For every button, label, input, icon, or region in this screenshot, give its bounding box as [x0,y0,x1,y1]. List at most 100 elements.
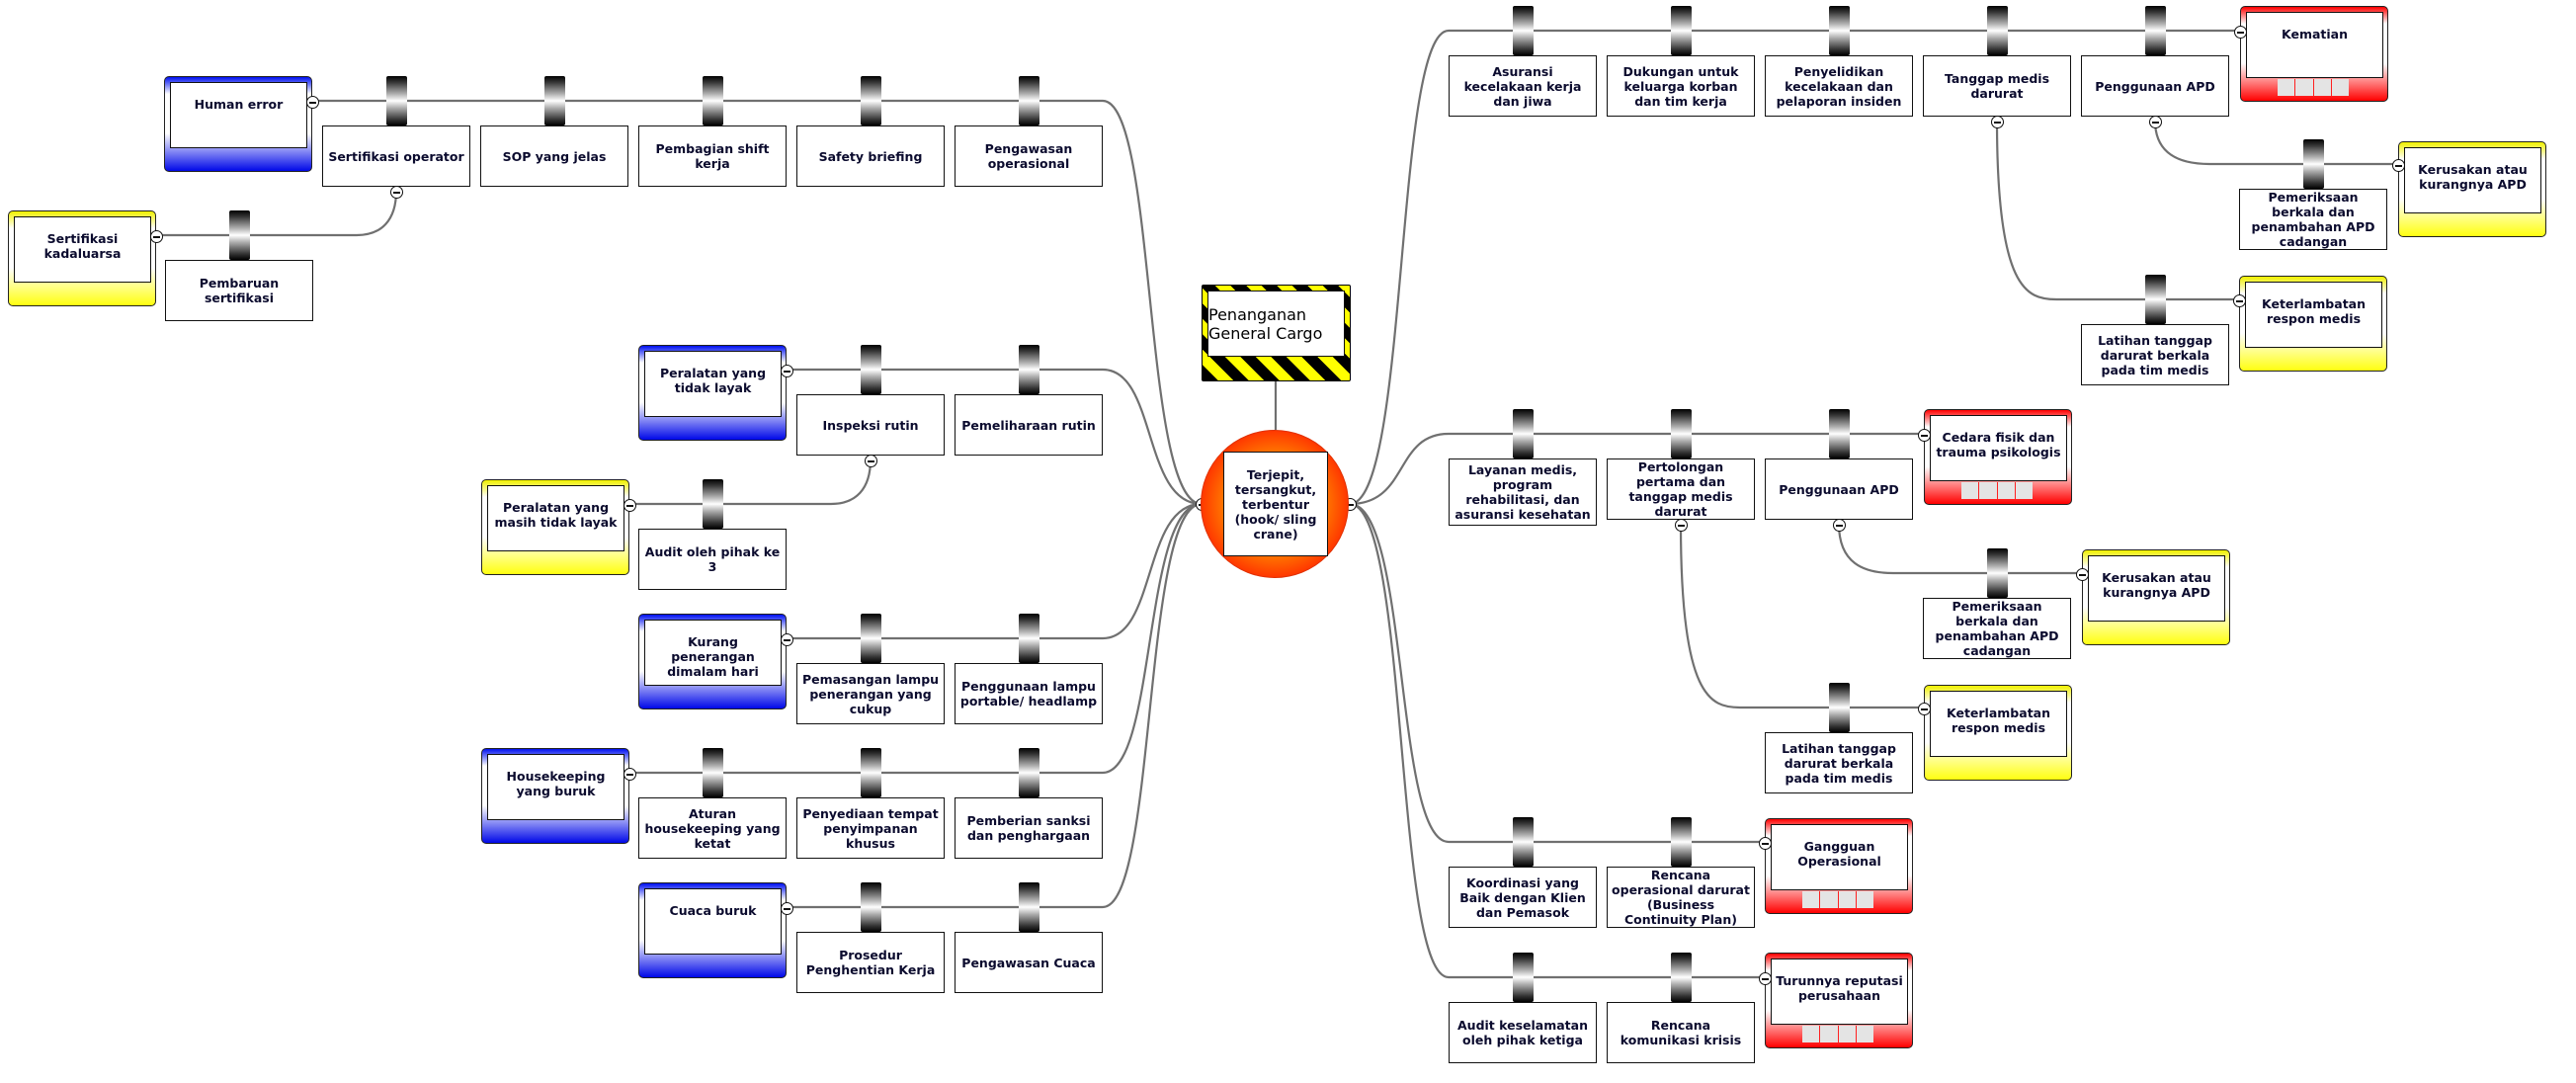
collapse-minus-icon[interactable] [1918,429,1931,442]
barrier-peg-icon [229,210,250,260]
collapse-minus-icon[interactable] [1991,116,2004,128]
collapse-minus-icon[interactable] [1759,837,1772,850]
barrier-peg-icon [386,76,407,125]
barrier-box[interactable]: Pemeliharaan rutin [955,394,1103,456]
threat-box[interactable]: Human error [164,76,312,172]
collapse-minus-icon[interactable] [623,499,636,512]
risk-cell [1838,891,1857,908]
barrier-box[interactable]: Pemberian sanksi dan penghargaan [955,797,1103,859]
threat-line [787,502,1203,909]
barrier-box[interactable]: Penyediaan tempat penyimpanan khusus [796,797,945,859]
consequence-line [1349,502,1765,979]
barrier-box[interactable]: Penggunaan lampu portable/ headlamp [955,663,1103,724]
collapse-minus-icon[interactable] [2149,116,2162,128]
barrier-box[interactable]: Latihan tanggap darurat berkala pada tim… [1765,732,1913,793]
barrier-peg-icon [861,76,881,125]
escalation-label: Peralatan yang masih tidak layak [494,500,618,530]
escalation-label-panel: Kerusakan atau kurangnya APD [2404,147,2541,213]
barrier-box[interactable]: Prosedur Penghentian Kerja [796,932,945,993]
escalation-box[interactable]: Keterlambatan respon medis [2239,276,2387,372]
consequence-box[interactable]: Turunnya reputasi perusahaan [1765,953,1913,1048]
barrier-box[interactable]: Pemasangan lampu penerangan yang cukup [796,663,945,724]
threat-line [787,502,1203,640]
barrier-box[interactable]: Pengawasan operasional [955,125,1103,187]
collapse-minus-icon[interactable] [2234,26,2247,39]
barrier-box[interactable]: Pemeriksaan berkala dan penambahan APD c… [1923,598,2071,659]
threat-line [312,99,1203,506]
escalation-box[interactable]: Kerusakan atau kurangnya APD [2398,141,2546,237]
consequence-label-panel: Kematian [2246,12,2383,78]
barrier-label: Pemeriksaan berkala dan penambahan APD c… [2251,190,2375,249]
threat-box[interactable]: Kurang penerangan dimalam hari [638,614,787,709]
collapse-minus-icon[interactable] [623,768,636,781]
consequence-box[interactable]: Cedara fisik dan trauma psikologis [1924,409,2072,505]
risk-cell [2015,482,2033,499]
barrier-label: Latihan tanggap darurat berkala pada tim… [1782,740,1896,786]
collapse-minus-icon[interactable] [390,186,403,199]
collapse-minus-icon[interactable] [781,902,793,915]
barrier-box[interactable]: Pembagian shift kerja [638,125,787,187]
hazard-box[interactable]: Penanganan General Cargo [1202,285,1351,381]
threat-box[interactable]: Peralatan yang tidak layak [638,345,787,441]
barrier-box[interactable]: Dukungan untuk keluarga korban dan tim k… [1607,55,1755,117]
barrier-box[interactable]: Layanan medis, program rehabilitasi, dan… [1449,458,1597,526]
collapse-minus-icon[interactable] [1675,519,1688,532]
barrier-box[interactable]: Penggunaan APD [1765,458,1913,520]
barrier-box[interactable]: Pemeriksaan berkala dan penambahan APD c… [2239,189,2387,250]
risk-cell [1838,1026,1857,1042]
threat-box[interactable]: Housekeeping yang buruk [481,748,629,844]
collapse-minus-icon[interactable] [2233,294,2246,307]
escalation-box[interactable]: Sertifikasi kadaluarsa [8,210,156,306]
collapse-minus-icon[interactable] [1918,703,1931,715]
risk-cell [2331,79,2349,96]
barrier-box[interactable]: Koordinasi yang Baik dengan Klien dan Pe… [1449,867,1597,928]
barrier-box[interactable]: SOP yang jelas [480,125,628,187]
barrier-box[interactable]: Inspeksi rutin [796,394,945,456]
collapse-minus-icon[interactable] [2076,568,2089,581]
barrier-box[interactable]: Audit oleh pihak ke 3 [638,529,787,590]
collapse-minus-icon[interactable] [306,96,319,109]
barrier-peg-icon [2145,275,2166,324]
collapse-minus-icon[interactable] [2392,159,2405,172]
barrier-box[interactable]: Rencana komunikasi krisis [1607,1002,1755,1063]
barrier-box[interactable]: Pembaruan sertifikasi [165,260,313,321]
collapse-minus-icon[interactable] [781,365,793,377]
collapse-minus-icon[interactable] [781,633,793,646]
top-event[interactable]: Terjepit, tersangkut, terbentur (hook/ s… [1201,430,1349,578]
barrier-label: Rencana komunikasi krisis [1620,1018,1742,1047]
consequence-box[interactable]: Kematian [2240,6,2388,102]
barrier-box[interactable]: Audit keselamatan oleh pihak ketiga [1449,1002,1597,1063]
escalation-label: Kerusakan atau kurangnya APD [2102,570,2211,600]
barrier-box[interactable]: Penyelidikan kecelakaan dan pelaporan in… [1765,55,1913,117]
escalation-box[interactable]: Kerusakan atau kurangnya APD [2082,549,2230,645]
barrier-label: Audit keselamatan oleh pihak ketiga [1457,1018,1588,1047]
escalation-box[interactable]: Peralatan yang masih tidak layak [481,479,629,575]
barrier-box[interactable]: Sertifikasi operator [322,125,470,187]
escalation-line [156,190,398,237]
collapse-minus-icon[interactable] [865,455,877,467]
barrier-label: Inspeksi rutin [822,417,919,433]
barrier-box[interactable]: Latihan tanggap darurat berkala pada tim… [2081,324,2229,385]
barrier-box[interactable]: Rencana operasional darurat (Business Co… [1607,867,1755,928]
threat-box[interactable]: Cuaca buruk [638,882,787,978]
barrier-peg-icon [1987,548,2008,598]
barrier-label: Rencana operasional darurat (Business Co… [1612,868,1750,927]
barrier-box[interactable]: Pengawasan Cuaca [955,932,1103,993]
barrier-box[interactable]: Aturan housekeeping yang ketat [638,797,787,859]
barrier-label: Penyelidikan kecelakaan dan pelaporan in… [1776,63,1902,109]
collapse-minus-icon[interactable] [150,230,163,243]
collapse-minus-icon[interactable] [1833,519,1846,532]
barrier-peg-icon [861,614,881,663]
consequence-box[interactable]: Gangguan Operasional [1765,818,1913,914]
barrier-box[interactable]: Tanggap medis darurat [1923,55,2071,117]
barrier-label: Safety briefing [818,148,923,164]
barrier-box[interactable]: Safety briefing [796,125,945,187]
collapse-minus-icon[interactable] [1759,972,1772,985]
escalation-box[interactable]: Keterlambatan respon medis [1924,685,2072,781]
barrier-box[interactable]: Pertolongan pertama dan tanggap medis da… [1607,458,1755,520]
barrier-box[interactable]: Asuransi kecelakaan kerja dan jiwa [1449,55,1597,117]
top-event-label: Terjepit, tersangkut, terbentur (hook/ s… [1234,466,1317,542]
barrier-label: Pemeliharaan rutin [961,417,1096,433]
barrier-box[interactable]: Penggunaan APD [2081,55,2229,117]
barrier-peg-icon [1019,614,1039,663]
